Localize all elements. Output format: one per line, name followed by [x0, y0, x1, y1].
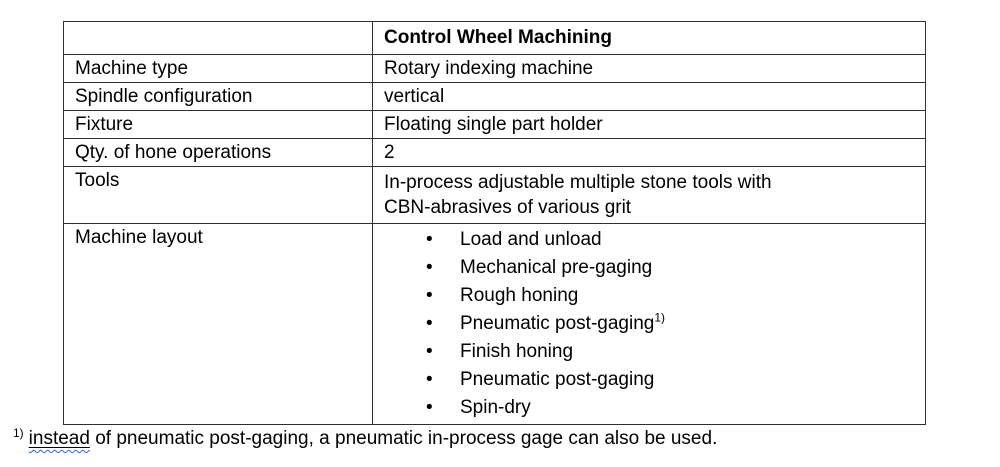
row-value: Load and unload Mechanical pre-gaging Ro…	[372, 223, 926, 425]
document-page: Control Wheel Machining Machine type Rot…	[0, 21, 1000, 467]
row-label: Qty. of hone operations	[63, 138, 373, 167]
list-item: Spin-dry	[373, 394, 919, 422]
row-value: vertical	[372, 82, 926, 111]
list-item: Pneumatic post-gaging	[373, 366, 919, 394]
table-row-tools: Tools In-process adjustable multiple sto…	[63, 166, 926, 224]
footnote-underlined-word: instead	[28, 428, 90, 449]
tools-value-line: CBN-abrasives of various grit	[384, 197, 632, 218]
list-item: Load and unload	[373, 226, 919, 254]
machine-layout-list: Load and unload Mechanical pre-gaging Ro…	[373, 226, 919, 422]
row-label: Fixture	[63, 110, 373, 139]
row-value: In-process adjustable multiple stone too…	[372, 166, 926, 224]
list-item: Rough honing	[373, 282, 919, 310]
row-label: Machine layout	[63, 223, 373, 425]
footnote-marker: 1)	[13, 425, 24, 440]
row-value: Rotary indexing machine	[372, 54, 926, 83]
footnote-reference-superscript: 1)	[654, 310, 666, 325]
row-label: Tools	[63, 166, 373, 224]
list-item-text: Rough honing	[460, 285, 579, 306]
footnote-text: of pneumatic post-gaging, a pneumatic in…	[89, 428, 718, 449]
spec-table-body: Control Wheel Machining Machine type Rot…	[63, 21, 926, 425]
list-item-text: Spin-dry	[460, 397, 531, 418]
row-label: Machine type	[63, 54, 373, 83]
list-item: Finish honing	[373, 338, 919, 366]
list-item-text: Pneumatic post-gaging	[460, 313, 655, 334]
table-header-row: Control Wheel Machining	[63, 21, 926, 55]
spec-table: Control Wheel Machining Machine type Rot…	[63, 21, 926, 425]
row-label: Spindle configuration	[63, 82, 373, 111]
table-row-spindle-configuration: Spindle configuration vertical	[63, 82, 926, 111]
header-empty-cell	[63, 21, 373, 55]
table-row-hone-operations: Qty. of hone operations 2	[63, 138, 926, 167]
list-item-text: Mechanical pre-gaging	[460, 257, 653, 278]
list-item: Mechanical pre-gaging	[373, 254, 919, 282]
list-item: Pneumatic post-gaging1)	[373, 310, 919, 338]
list-item-text: Pneumatic post-gaging	[460, 369, 655, 390]
table-title: Control Wheel Machining	[372, 21, 926, 55]
table-row-machine-layout: Machine layout Load and unload Mechanica…	[63, 223, 926, 425]
table-row-fixture: Fixture Floating single part holder	[63, 110, 926, 139]
row-value: 2	[372, 138, 926, 167]
row-value: Floating single part holder	[372, 110, 926, 139]
list-item-text: Finish honing	[460, 341, 574, 362]
tools-value-line: In-process adjustable multiple stone too…	[384, 172, 772, 193]
list-item-text: Load and unload	[460, 229, 602, 250]
footnote: 1) instead of pneumatic post-gaging, a pn…	[13, 427, 1000, 451]
table-row-machine-type: Machine type Rotary indexing machine	[63, 54, 926, 83]
